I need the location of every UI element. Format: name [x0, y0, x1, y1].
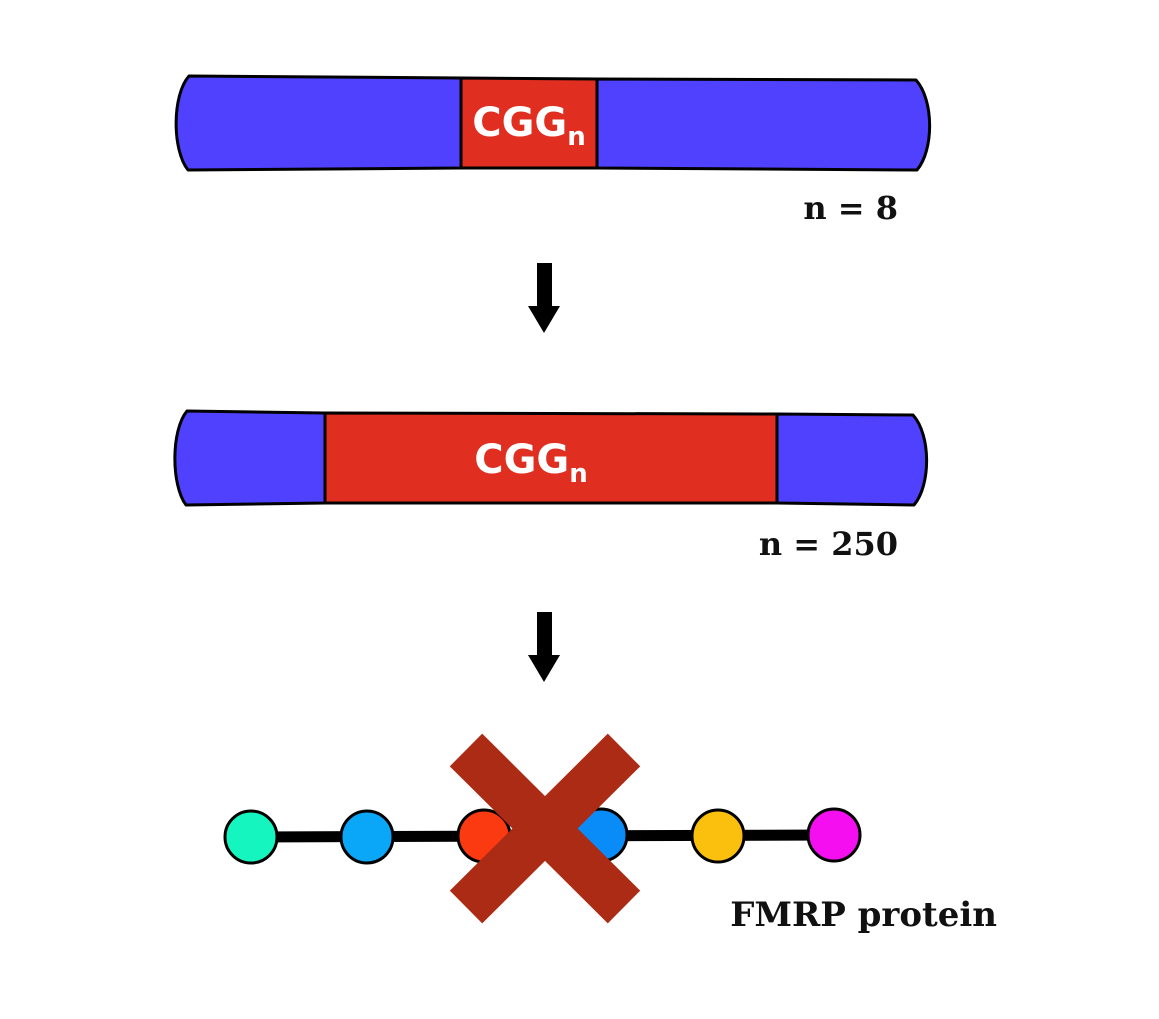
down-arrow-2-shaft: [537, 612, 552, 660]
fmrp-protein-label: FMRP protein: [730, 895, 997, 935]
normal-repeat-label: CGGn: [472, 100, 586, 152]
protein-bead-6: [806, 807, 862, 863]
normal-count-label: n = 8: [803, 189, 898, 227]
expanded-repeat-label: CGGn: [474, 437, 588, 489]
down-arrow-1: [528, 263, 560, 333]
expanded-repeat-subscript: n: [569, 459, 588, 489]
normal-gene-flank-right: [595, 77, 932, 172]
normal-repeat-subscript: n: [567, 122, 586, 152]
normal-repeat-text: CGG: [472, 100, 567, 146]
cross-stroke-2: [449, 733, 641, 924]
protein-bead-2: [339, 809, 395, 865]
cross-out-mark: [449, 733, 641, 924]
expanded-count-label: n = 250: [759, 525, 898, 563]
expanded-repeat-text: CGG: [474, 437, 569, 483]
expanded-gene-flank-right: [775, 412, 929, 507]
protein-bead-5: [690, 808, 746, 864]
normal-gene-flank-left: [174, 74, 463, 172]
down-arrow-1-shaft: [537, 263, 552, 311]
normal-gene: CGGn n = 8: [174, 74, 932, 227]
down-arrow-2: [528, 612, 560, 682]
expanded-gene: CGGn n = 250: [173, 409, 929, 563]
down-arrow-1-head: [528, 306, 560, 333]
protein-bead-1: [223, 809, 279, 865]
expanded-gene-flank-left: [173, 409, 327, 507]
down-arrow-2-head: [528, 655, 560, 682]
